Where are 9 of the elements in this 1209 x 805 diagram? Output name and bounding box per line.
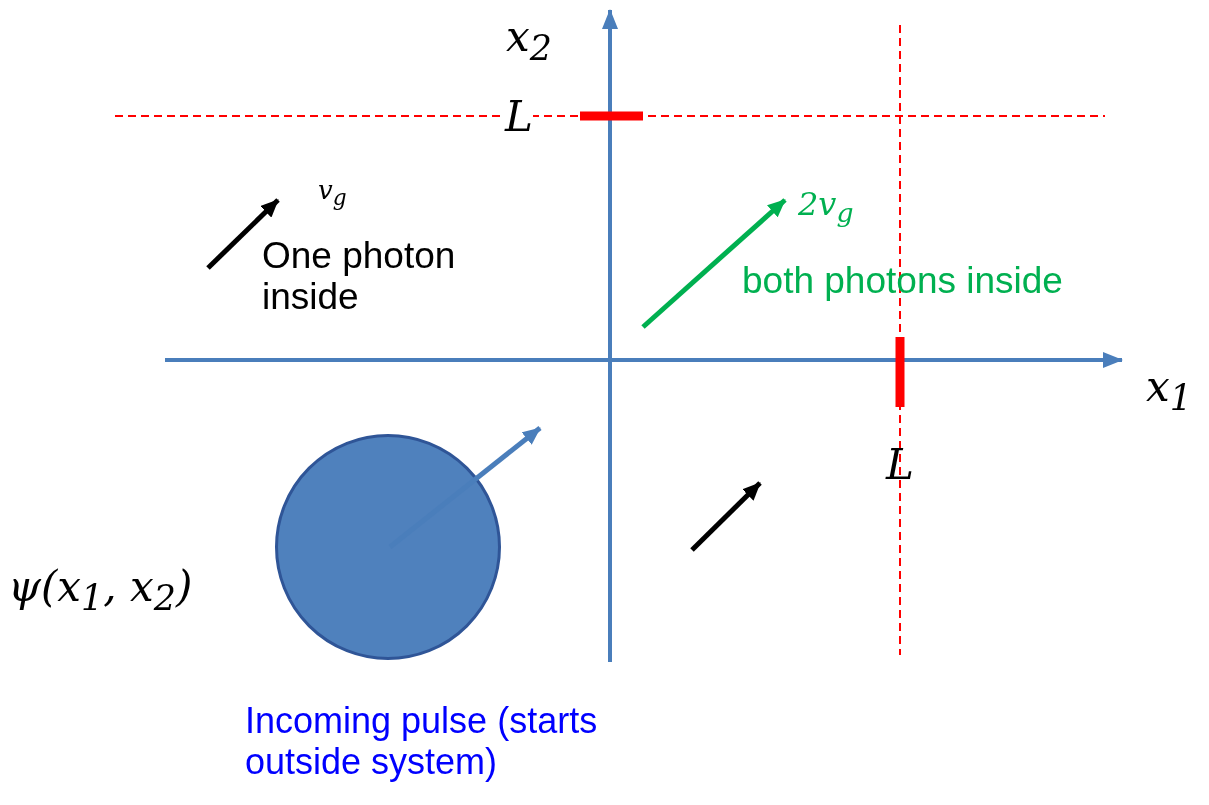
caption-text: Incoming pulse (starts outside system): [245, 700, 599, 783]
region-text: both photons inside: [742, 260, 1063, 302]
axis-label: x$_{2}$: [506, 12, 552, 69]
tick-label: L: [886, 440, 914, 489]
velocity-label: 2v$_{g}$: [798, 185, 854, 229]
region-text: One photon inside: [262, 236, 457, 318]
axis-label: x$_{1}$: [1146, 362, 1192, 419]
function-label: ψ(x$_{1}$, x$_{2}$): [8, 562, 193, 619]
velocity-label: v$_{g}$: [318, 175, 347, 211]
